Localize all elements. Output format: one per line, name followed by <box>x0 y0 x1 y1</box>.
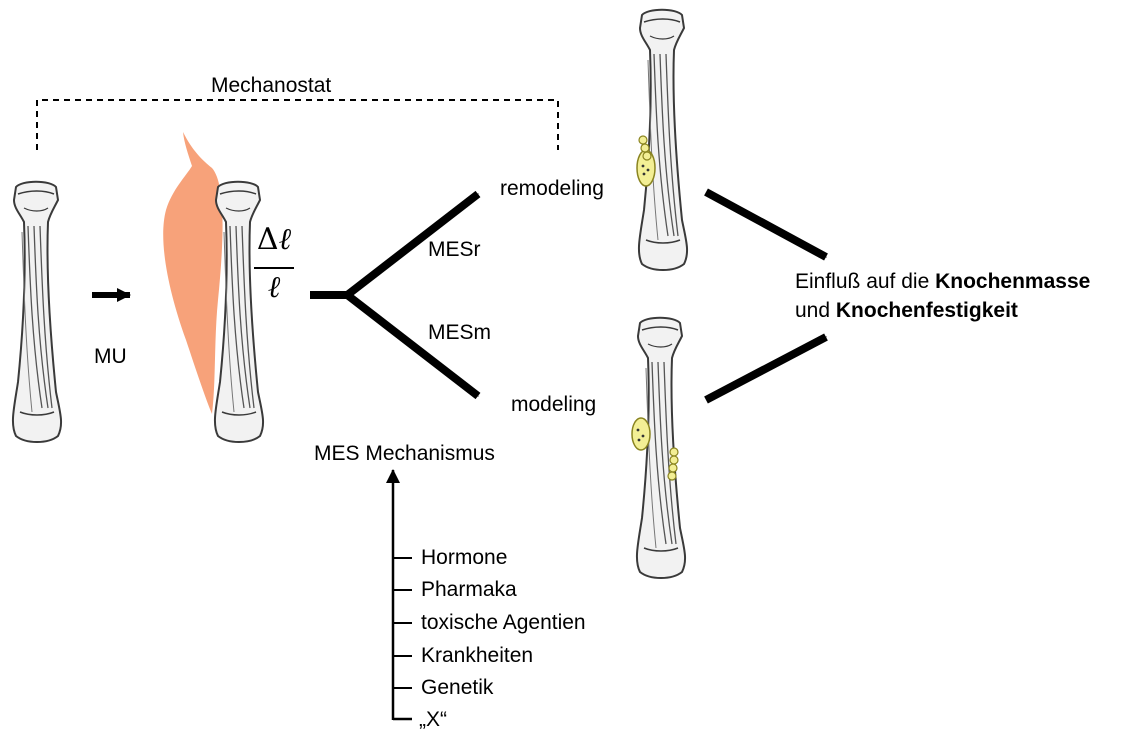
effect-arrow-lower <box>706 337 826 400</box>
influence-pharmaka: Pharmaka <box>421 578 517 602</box>
strain-numerator: Δℓ <box>244 224 304 256</box>
modeling-label: modeling <box>511 393 596 417</box>
effect-line-2-text: und <box>795 299 836 322</box>
effect-line-2: und Knochenfestigkeit <box>795 299 1018 323</box>
influence-x: „X“ <box>419 708 447 729</box>
mes-r-label: MESr <box>428 238 481 262</box>
remodeling-label: remodeling <box>500 177 604 201</box>
effect-knochenfestigkeit: Knochenfestigkeit <box>836 299 1018 322</box>
mes-mechanism-label: MES Mechanismus <box>314 442 495 466</box>
mes-m-label: MESm <box>428 321 491 345</box>
effect-arrow-upper <box>706 192 826 257</box>
influence-genetik: Genetik <box>421 676 493 700</box>
length-symbol: ℓ <box>279 222 292 257</box>
bone-left <box>13 182 61 442</box>
muscle-shape <box>163 132 222 414</box>
influence-hormone: Hormone <box>421 546 507 570</box>
effect-line-1-text: Einfluß auf die <box>795 270 935 293</box>
mechanostat-bracket <box>37 100 558 150</box>
mu-label: MU <box>94 345 127 369</box>
delta-symbol: Δ <box>257 222 279 257</box>
mechanostat-label: Mechanostat <box>211 74 331 98</box>
modeling-arrow <box>346 294 478 396</box>
effect-line-1: Einfluß auf die Knochenmasse <box>795 270 1090 294</box>
influence-toxische-agentien: toxische Agentien <box>421 611 586 635</box>
strain-denominator: ℓ <box>244 272 304 304</box>
influence-ticks <box>393 558 412 688</box>
effect-knochenmasse: Knochenmasse <box>935 270 1090 293</box>
influence-krankheiten: Krankheiten <box>421 644 533 668</box>
